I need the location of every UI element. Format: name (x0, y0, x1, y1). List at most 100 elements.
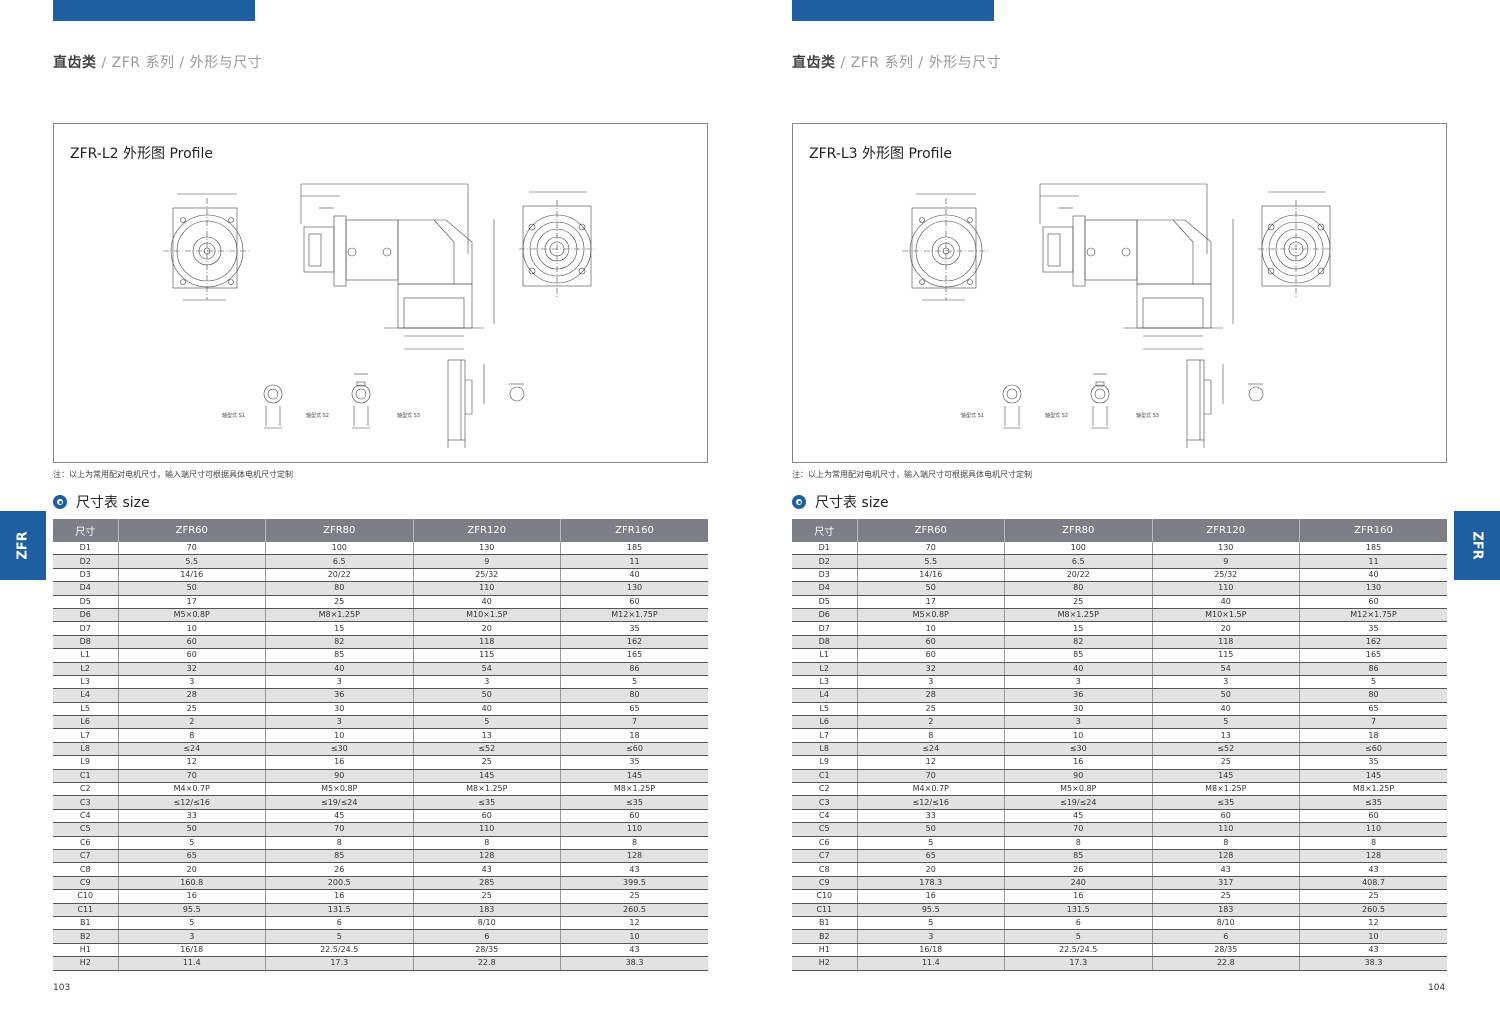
dimension-value-cell: 6 (1004, 916, 1153, 931)
dimension-value-cell: 26 (1004, 862, 1153, 877)
dimension-value-cell: 260.5 (1299, 903, 1447, 917)
dimension-value-cell: 60 (857, 635, 1005, 650)
dimension-value-cell: 38.3 (560, 956, 708, 971)
dimension-value-cell: 8 (560, 836, 708, 850)
dimension-code-cell: L7 (792, 728, 858, 743)
dimension-value-cell: 16 (1004, 889, 1153, 904)
dimension-code-cell: L3 (792, 675, 858, 690)
dimension-value-cell: 65 (857, 849, 1005, 864)
dimension-value-cell: 16 (265, 755, 414, 770)
dimension-value-cell: 18 (560, 728, 708, 743)
dimension-code-cell: D5 (792, 595, 858, 609)
dimension-value-cell: 11 (1299, 554, 1447, 569)
dimension-value-cell: 118 (413, 635, 561, 650)
dimension-code-cell: L4 (53, 688, 119, 703)
dimension-value-cell: 28/35 (413, 943, 561, 958)
dimension-value-cell: 50 (857, 822, 1005, 837)
dimension-value-cell: 32 (118, 662, 266, 676)
dimension-value-cell: 131.5 (1004, 903, 1153, 917)
dimension-value-cell: 128 (1152, 849, 1300, 864)
dimension-value-cell: 128 (560, 849, 708, 864)
dimension-value-cell: 90 (265, 769, 414, 784)
column-header-model: ZFR80 (265, 519, 414, 542)
column-header-dimension: 尺寸 (53, 519, 119, 542)
figure-title: ZFR-L2 外形图 Profile (70, 146, 213, 162)
table-row: C3≤12/≤16≤19/≤24≤35≤35 (53, 795, 708, 810)
dimension-code-cell: D7 (792, 621, 858, 636)
dimension-value-cell: 22.8 (413, 956, 561, 971)
dimension-value-cell: 95.5 (118, 903, 266, 917)
dimension-value-cell: 80 (1004, 581, 1153, 596)
table-row: L8≤24≤30≤52≤60 (792, 742, 1447, 757)
dimension-code-cell: H1 (53, 943, 119, 958)
dimension-code-cell: C7 (792, 849, 858, 864)
dimension-value-cell: 60 (118, 648, 266, 663)
dimension-value-cell: 20/22 (1004, 568, 1153, 583)
dimension-value-cell: 70 (857, 542, 1005, 556)
dimension-value-cell: 15 (265, 621, 414, 636)
dimension-code-cell: L1 (53, 648, 119, 663)
dimension-value-cell: 86 (1299, 662, 1447, 676)
dimension-value-cell: 28 (118, 688, 266, 703)
dimension-value-cell: M4×0.7P (118, 782, 266, 797)
column-header-model: ZFR120 (413, 519, 561, 542)
dimension-value-cell: 6.5 (265, 554, 414, 569)
dimension-value-cell: M5×0.8P (118, 608, 266, 623)
dimension-code-cell: L8 (792, 742, 858, 757)
dimension-value-cell: 25 (857, 702, 1005, 717)
dimension-value-cell: 80 (560, 688, 708, 703)
column-header-model: ZFR160 (560, 519, 708, 542)
dimension-value-cell: 25 (1152, 755, 1300, 770)
table-row: L8≤24≤30≤52≤60 (53, 742, 708, 757)
dimension-value-cell: M8×1.25P (1299, 782, 1447, 797)
dimension-code-cell: L3 (53, 675, 119, 690)
dimension-code-cell: C10 (792, 889, 858, 904)
dimension-value-cell: ≤35 (413, 795, 561, 810)
dimension-value-cell: 85 (265, 849, 414, 864)
breadcrumb-category: 直齿类 (53, 55, 97, 71)
breadcrumb-category: 直齿类 (792, 55, 836, 71)
page-number: 103 (53, 983, 71, 993)
dimension-value-cell: 40 (265, 662, 414, 676)
target-icon (792, 495, 806, 509)
dimension-value-cell: 54 (1152, 662, 1300, 676)
front-view-output (519, 191, 595, 298)
dimension-value-cell: M10×1.5P (413, 608, 561, 623)
dimension-value-cell: 7 (560, 715, 708, 730)
section-title: 尺寸表 size (815, 495, 889, 511)
dimension-value-cell: 14/16 (857, 568, 1005, 583)
dimension-code-cell: D7 (53, 621, 119, 636)
dimension-value-cell: ≤24 (118, 742, 266, 757)
dimension-value-cell: 130 (1299, 581, 1447, 596)
dimension-code-cell: L2 (792, 662, 858, 676)
dimension-value-cell: 110 (413, 822, 561, 837)
dimension-value-cell: 8/10 (413, 916, 561, 931)
dimension-value-cell: 20 (857, 862, 1005, 877)
dimension-value-cell: 85 (1004, 849, 1153, 864)
dimension-value-cell: 86 (560, 662, 708, 676)
dimension-value-cell: 5 (1152, 715, 1300, 730)
dimension-value-cell: 50 (1152, 688, 1300, 703)
dimension-value-cell: 54 (413, 662, 561, 676)
dimension-value-cell: 60 (560, 809, 708, 824)
dimension-value-cell: 128 (413, 849, 561, 864)
dimension-value-cell: 43 (413, 862, 561, 877)
dimension-code-cell: C1 (792, 769, 858, 784)
dimension-value-cell: 185 (1299, 542, 1447, 556)
dimension-value-cell: M4×0.7P (857, 782, 1005, 797)
